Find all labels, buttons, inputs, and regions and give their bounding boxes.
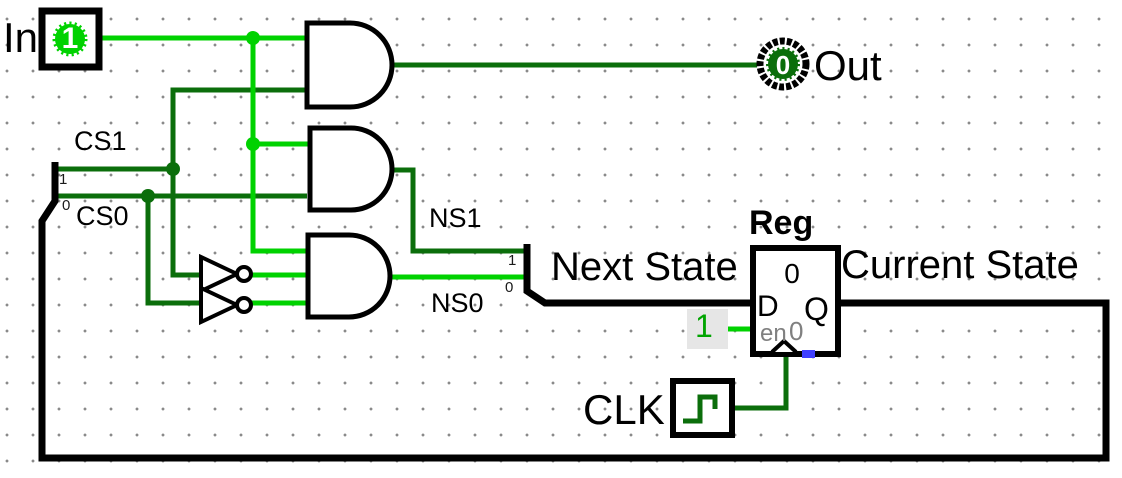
and-gate-middle[interactable] [307,125,395,213]
cs0-branch-wire [145,196,201,306]
register-value: 0 [784,258,800,289]
not-gate-cs1[interactable] [199,253,253,295]
clock-label: CLK [583,386,665,433]
input-pin-label: In [3,14,39,61]
clock-wire [732,352,789,411]
not-gate-cs0[interactable] [199,284,253,326]
junction-dot [246,31,260,45]
register-q-port-label: Q [804,291,829,327]
junction-dot [246,137,260,151]
constant-one[interactable] [687,309,728,349]
in-branch-wire [250,36,308,254]
splitter-left-bit1-label: 1 [59,171,68,188]
splitter-left-bit0-label: 0 [62,197,71,214]
junction-dot [141,189,155,203]
floating-pin-marker [802,350,815,358]
clock-waveform-icon [683,394,718,424]
register[interactable] [750,245,841,358]
register-en-port-label: en [760,320,787,347]
low-wires [53,62,789,411]
not-gates [199,253,253,326]
ns1-wire-label: NS1 [429,203,482,233]
selection-halo [687,309,728,349]
input-pin-value[interactable]: 1 [61,22,79,55]
register-title: Reg [749,204,814,242]
high-wires [97,35,753,332]
and-gate-top[interactable] [304,20,395,110]
input-pin-value-disc [52,21,88,57]
splitter-right-bit0-label: 0 [505,279,514,296]
output-pin[interactable] [756,37,810,91]
output-pin-label: Out [814,42,882,89]
and-gates [304,20,395,320]
next-state-label: Next State [551,245,738,289]
constant-one-value: 1 [695,308,713,344]
register-en-value: 0 [789,316,804,346]
clock-component[interactable] [670,378,735,438]
current-state-label: Current State [841,243,1079,287]
splitter-right-bit1-label: 1 [508,252,517,269]
wire-junctions [141,31,260,203]
clock-edge-triangle-icon [770,338,798,354]
register-d-port-label: D [757,290,779,323]
output-pin-value: 0 [775,50,791,80]
output-pin-value-disc [766,47,800,81]
cs0-wire-label: CS0 [76,201,129,231]
junction-dot [166,162,180,176]
cs1-branch-wire [170,87,307,278]
input-pin[interactable] [38,7,103,71]
and-gate-bottom[interactable] [305,232,393,320]
ns1-wire [389,167,525,254]
cs1-wire-label: CS1 [74,126,127,156]
ns0-wire-label: NS0 [431,288,484,318]
